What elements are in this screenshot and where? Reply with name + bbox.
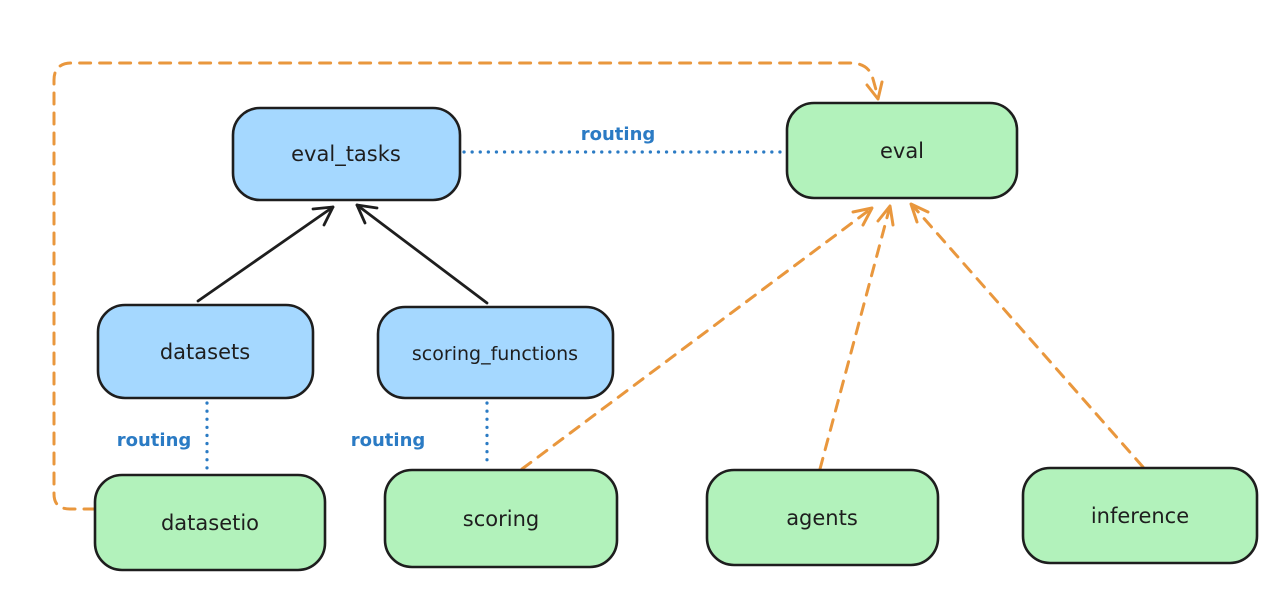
node-scoring-functions-label: scoring_functions bbox=[412, 343, 578, 365]
node-datasets-label: datasets bbox=[160, 340, 250, 364]
edge-inference-to-eval bbox=[911, 204, 1145, 469]
node-scoring-functions: scoring_functions bbox=[376, 305, 615, 400]
node-datasetio: datasetio bbox=[93, 473, 327, 572]
node-eval: eval bbox=[785, 101, 1019, 200]
edge-datasets-to-eval-tasks bbox=[196, 205, 335, 303]
node-datasets-box bbox=[96, 303, 315, 400]
node-scoring: scoring bbox=[383, 468, 619, 569]
node-datasetio-box bbox=[93, 473, 327, 572]
node-datasetio-label: datasetio bbox=[161, 511, 259, 535]
node-inference-label: inference bbox=[1091, 504, 1189, 528]
node-scoring-label: scoring bbox=[463, 507, 539, 531]
edge-datasetio-to-eval-loop bbox=[52, 61, 880, 511]
node-agents: agents bbox=[705, 468, 940, 567]
arrowhead-datasets-to-eval-tasks bbox=[311, 205, 335, 227]
arrowhead-datasetio-to-eval bbox=[865, 80, 884, 101]
arrowhead-agents-to-eval bbox=[876, 204, 895, 227]
node-agents-label: agents bbox=[786, 506, 858, 530]
edge-scoring-functions-to-eval-tasks bbox=[355, 203, 489, 305]
node-scoring-box bbox=[383, 468, 619, 569]
node-eval-box bbox=[785, 101, 1019, 200]
routing-label-scoring-functions-scoring: routing bbox=[351, 430, 426, 451]
node-eval-tasks-label: eval_tasks bbox=[291, 142, 401, 167]
routing-label-eval-tasks-eval: routing bbox=[581, 124, 656, 145]
node-inference: inference bbox=[1021, 466, 1259, 565]
node-scoring-functions-box bbox=[376, 305, 615, 400]
node-eval-tasks: eval_tasks bbox=[231, 106, 462, 202]
node-eval-label: eval bbox=[880, 139, 924, 163]
edge-scoring-to-eval bbox=[520, 209, 870, 471]
arrowhead-inference-to-eval bbox=[909, 202, 930, 224]
arrowhead-scoring-to-eval bbox=[851, 206, 874, 227]
edge-agents-to-eval bbox=[818, 208, 891, 471]
node-eval-tasks-box bbox=[231, 106, 462, 202]
node-inference-box bbox=[1021, 466, 1259, 565]
node-agents-box bbox=[705, 468, 940, 567]
routing-label-datasets-datasetio: routing bbox=[117, 430, 192, 451]
arrowhead-scoring-functions-to-eval-tasks bbox=[355, 203, 379, 225]
node-datasets: datasets bbox=[96, 303, 315, 400]
